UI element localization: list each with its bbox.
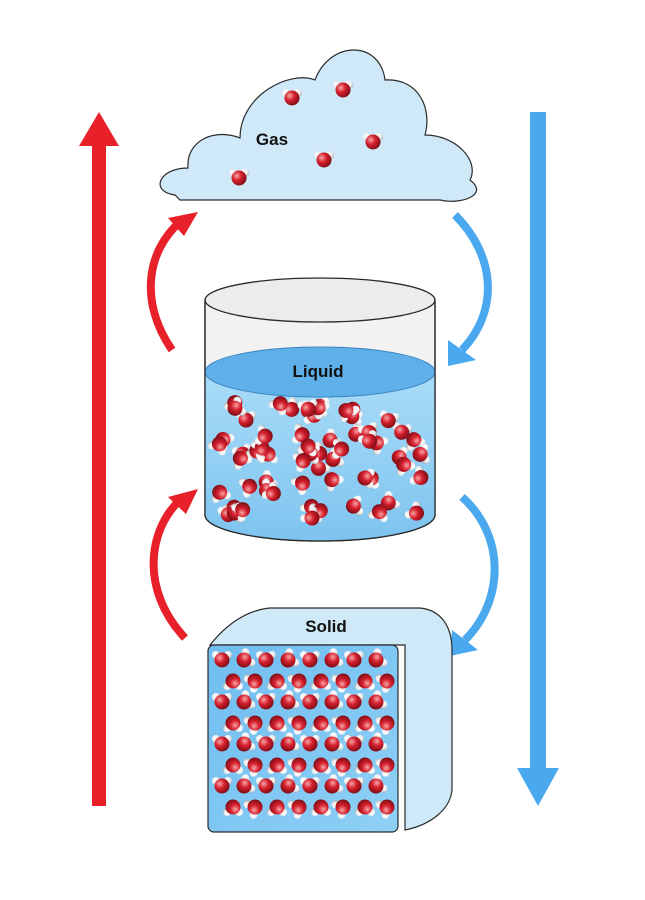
gas-label: Gas <box>256 130 288 149</box>
heating-arrow <box>79 112 119 806</box>
solid-ice-cube: Solid <box>207 607 453 833</box>
solid-label: Solid <box>305 617 347 636</box>
liquid-label: Liquid <box>293 362 344 381</box>
melting-arrow <box>149 489 198 641</box>
cooling-arrow <box>517 112 559 806</box>
up-arrow-icon <box>79 112 119 146</box>
condensation-arrow <box>448 212 492 366</box>
gas-cloud: Gas <box>159 49 478 202</box>
freezing-arrow <box>450 494 499 656</box>
liquid-beaker: Liquid <box>204 277 436 542</box>
evaporation-arrow <box>146 212 198 353</box>
down-arrow-icon <box>517 768 559 806</box>
